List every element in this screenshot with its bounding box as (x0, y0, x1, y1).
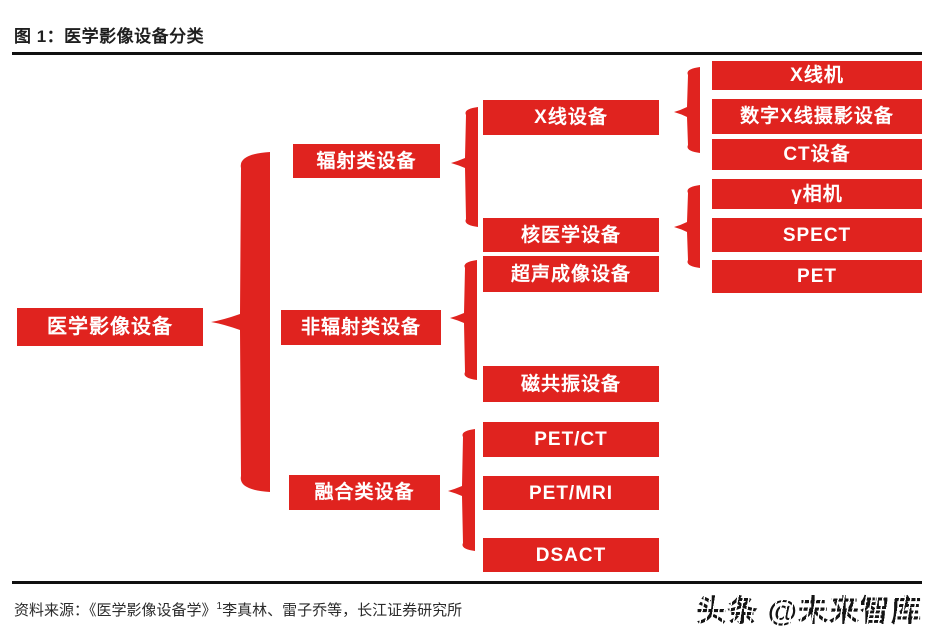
node-pet-mri: PET/MRI (483, 476, 659, 510)
node-gamma-camera: γ相机 (712, 179, 922, 209)
node-radiation-equipment: 辐射类设备 (293, 144, 440, 178)
brace-nuclear-medicine (674, 185, 700, 268)
source-note: 资料来源：《医学影像设备学》1李真林、雷子乔等，长江证券研究所 (14, 599, 462, 620)
source-suffix: 李真林、雷子乔等，长江证券研究所 (222, 602, 463, 619)
node-dsact: DSACT (483, 538, 659, 572)
node-ultrasound-imaging-equipment: 超声成像设备 (483, 256, 659, 292)
brace-fusion (448, 429, 475, 551)
node-ct-equipment: CT设备 (712, 139, 922, 170)
source-footnote-mark: 1 (216, 601, 223, 612)
node-xray-equipment: X线设备 (483, 100, 659, 135)
figure-title: 图 1：医学影像设备分类 (14, 27, 205, 46)
brace-xray-equipment (674, 67, 700, 153)
node-fusion-equipment: 融合类设备 (289, 475, 440, 510)
brace-root (211, 152, 270, 492)
toutiao-watermark: 头条 @未来智库 (696, 586, 922, 630)
footer-rule (12, 581, 922, 584)
node-spect: SPECT (712, 218, 922, 252)
node-xray-machine: X线机 (712, 61, 922, 90)
node-medical-imaging-equipment: 医学影像设备 (17, 308, 203, 346)
node-digital-xray-imaging-equipment: 数字X线摄影设备 (712, 99, 922, 134)
node-pet-ct: PET/CT (483, 422, 659, 457)
node-mri-equipment: 磁共振设备 (483, 366, 659, 402)
node-nuclear-medicine-equipment: 核医学设备 (483, 218, 659, 252)
title-underline (12, 52, 922, 55)
node-non-radiation-equipment: 非辐射类设备 (281, 310, 441, 345)
source-prefix: 资料来源：《医学影像设备学》 (14, 602, 217, 619)
brace-nonradiation (450, 260, 477, 380)
node-pet: PET (712, 260, 922, 293)
brace-radiation (451, 107, 478, 227)
